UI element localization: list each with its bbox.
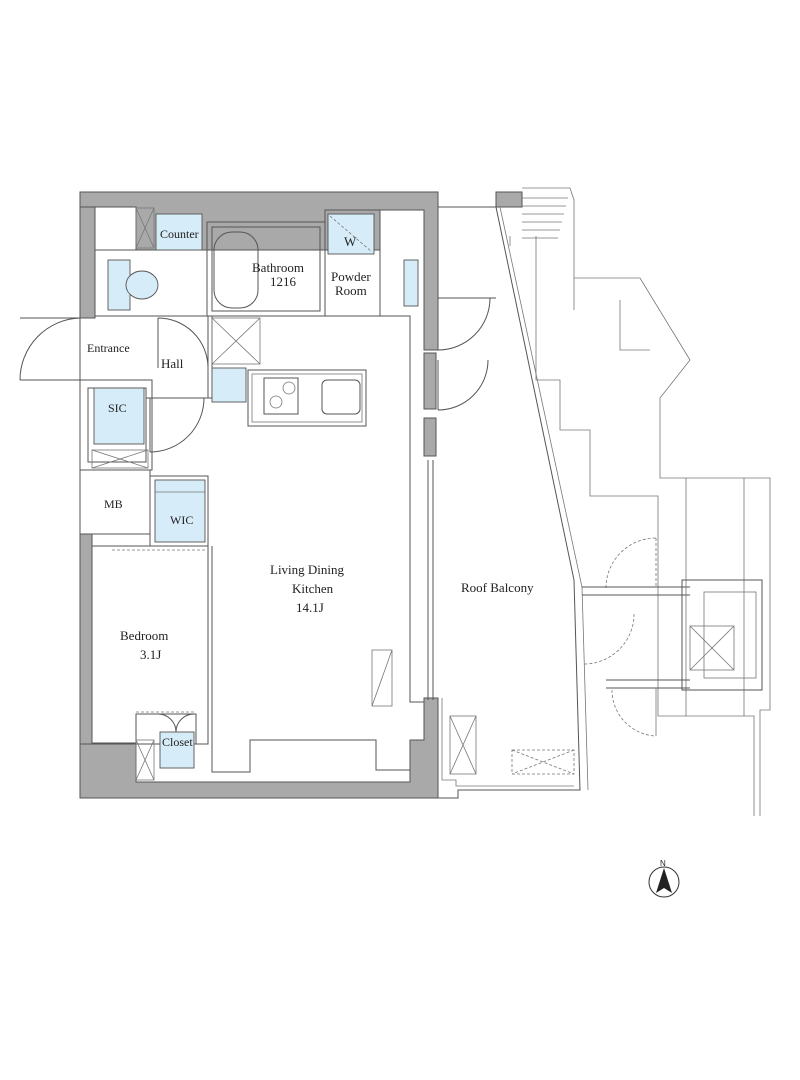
toilet-bowl (125, 270, 159, 300)
balcony-door-2 (437, 359, 489, 411)
label-ldk-1: Living Dining (270, 562, 345, 577)
powder-sink (403, 259, 419, 307)
interior-lines (79, 209, 434, 773)
compass-label: N (660, 859, 666, 868)
closet-door-left (157, 713, 177, 733)
fixtures (91, 207, 419, 781)
label-hall: Hall (161, 356, 184, 371)
wic-shelf (154, 479, 206, 543)
hall-door (157, 317, 209, 369)
bottom-wall (79, 697, 439, 799)
closet-fixture (159, 731, 195, 769)
label-powder-room-2: Room (335, 283, 367, 298)
closet-door-right (175, 713, 195, 733)
compass-north-icon: N (648, 859, 680, 898)
entrance-door (19, 317, 81, 381)
label-bathroom-size: 1216 (270, 274, 297, 289)
elevator (681, 579, 763, 691)
label-bathroom: Bathroom (252, 260, 304, 275)
left-lower-wall (79, 533, 93, 745)
left-upper-wall (79, 206, 96, 319)
label-roof-balcony: Roof Balcony (461, 580, 534, 595)
label-wic: WIC (170, 513, 193, 527)
label-mb: MB (104, 497, 123, 511)
window-post-1 (423, 352, 437, 410)
label-bedroom: Bedroom (120, 628, 168, 643)
label-entrance: Entrance (87, 341, 130, 355)
counter-fixture (155, 213, 203, 251)
window-post-2 (423, 417, 437, 457)
label-sic: SIC (108, 401, 127, 415)
bathtub (213, 231, 259, 309)
balcony-grille (511, 749, 575, 775)
label-ldk-size: 14.1J (296, 600, 324, 615)
label-washer: W (344, 234, 357, 249)
doors (19, 297, 496, 733)
sic-door (149, 397, 205, 453)
label-closet: Closet (162, 735, 193, 749)
label-bedroom-size: 3.1J (140, 647, 161, 662)
label-ldk-2: Kitchen (292, 581, 334, 596)
stove (263, 377, 299, 415)
balcony-exterior (438, 187, 771, 816)
balcony-unit (449, 715, 477, 775)
label-powder-room-1: Powder (331, 269, 371, 284)
label-counter: Counter (160, 227, 199, 241)
room-labels: Counter Bathroom 1216 Powder Room W Entr… (87, 227, 534, 749)
balcony-door-1 (437, 297, 496, 351)
column (495, 191, 523, 208)
exterior-stairs (509, 187, 575, 310)
fridge-space (211, 367, 247, 403)
sic-shelf (93, 387, 145, 445)
kitchen-sink (321, 379, 361, 415)
